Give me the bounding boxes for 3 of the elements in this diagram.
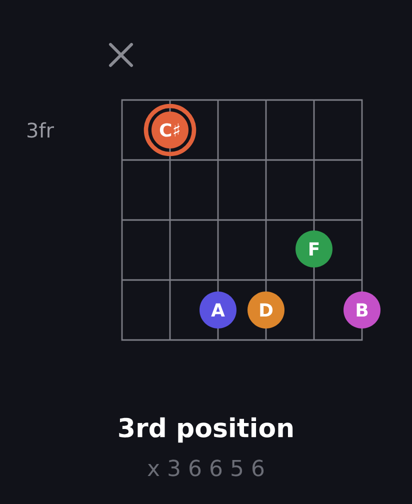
fret-number: 3fr: [28, 122, 54, 138]
chord-title: 3rd position: [119, 417, 293, 443]
fingering-text: x 3 6 6 5 6: [148, 460, 264, 476]
